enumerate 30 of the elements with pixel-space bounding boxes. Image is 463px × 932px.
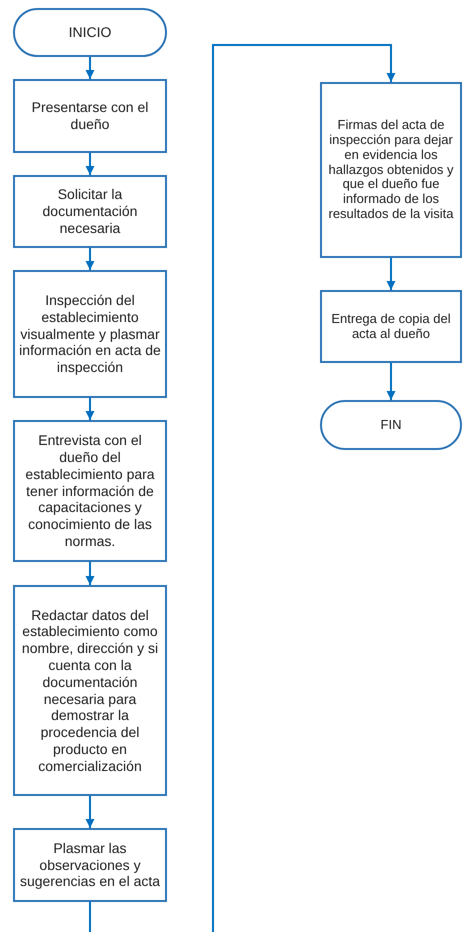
arrow bbox=[86, 398, 94, 420]
process-box bbox=[13, 79, 167, 153]
process-box bbox=[13, 420, 167, 562]
arrow bbox=[386, 258, 396, 290]
step-text: Firmas del acta de inspección para dejar en evidencia los hallazgos obtenidos y que el dueño fue informado de los resultados de la visita bbox=[327, 118, 455, 222]
step-text: Solicitar la documentación necesaria bbox=[42, 186, 138, 237]
terminal-shape bbox=[320, 400, 462, 450]
arrow bbox=[386, 363, 396, 400]
step-text: Redactar datos del establecimiento como nombre, dirección y si cuenta con la documentación necesaria para demostrar la procedencia del producto en comercialización bbox=[20, 606, 160, 774]
process-box bbox=[13, 828, 167, 902]
step-text: Entrevista con el dueño del establecimiento para tener información de capacitaciones y conocimiento de las normas. bbox=[24, 432, 156, 550]
step-text: Entrega de copia del acta al dueño bbox=[330, 312, 452, 342]
arrow bbox=[86, 796, 94, 828]
process-box bbox=[13, 270, 167, 398]
arrow bbox=[86, 153, 94, 175]
step-text: Inspección del establecimiento visualmente y plasmar información en acta de inspección bbox=[18, 292, 162, 376]
process-box bbox=[13, 175, 167, 248]
process-box bbox=[320, 82, 462, 258]
step-text: FIN bbox=[380, 418, 402, 432]
arrow bbox=[86, 562, 94, 585]
process-box bbox=[320, 290, 462, 363]
connector-line bbox=[89, 902, 91, 932]
terminal-shape bbox=[13, 8, 167, 57]
arrow bbox=[86, 248, 94, 270]
step-text: Presentarse con el dueño bbox=[30, 99, 150, 133]
step-text: Plasmar las observaciones y sugerencias en el acta bbox=[18, 840, 162, 890]
arrow bbox=[212, 44, 396, 932]
arrow bbox=[86, 57, 94, 79]
step-text: INICIO bbox=[68, 24, 112, 41]
process-box bbox=[13, 585, 167, 796]
